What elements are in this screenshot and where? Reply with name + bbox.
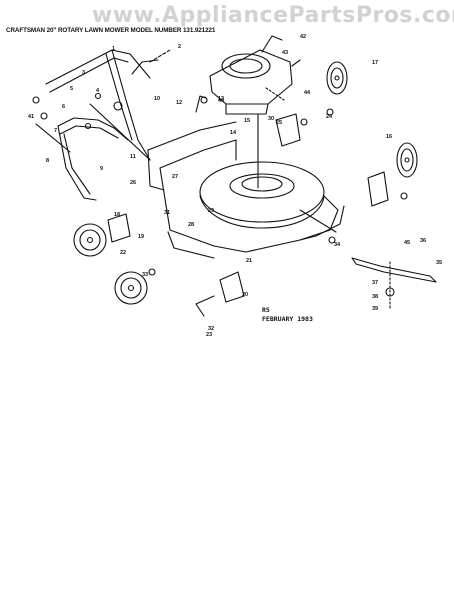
callout-18: 18 xyxy=(114,212,120,218)
callout-27: 27 xyxy=(172,174,178,180)
revision-date: FEBRUARY 1983 xyxy=(262,315,313,323)
callout-30: 30 xyxy=(268,116,274,122)
callout-13: 13 xyxy=(218,96,224,102)
callout-38: 38 xyxy=(372,294,378,300)
callout-28: 28 xyxy=(188,222,194,228)
callout-5: 5 xyxy=(70,86,73,92)
callout-3: 3 xyxy=(82,70,85,76)
callout-37: 37 xyxy=(372,280,378,286)
callout-32: 32 xyxy=(208,326,214,332)
callout-44: 44 xyxy=(304,90,311,96)
callout-23: 23 xyxy=(206,332,212,338)
callout-25: 25 xyxy=(276,120,282,126)
callout-9: 9 xyxy=(100,166,103,172)
callout-42: 42 xyxy=(300,34,306,40)
callout-4: 4 xyxy=(96,88,100,94)
callout-19: 19 xyxy=(138,234,144,240)
callout-6: 6 xyxy=(62,104,65,110)
callout-36: 36 xyxy=(420,238,426,244)
wheel-front-right xyxy=(396,142,418,178)
watermark: www.AppliancePartsPros.com xyxy=(92,3,454,28)
callout-2: 2 xyxy=(178,44,181,50)
callout-17: 17 xyxy=(372,60,378,66)
callout-43: 43 xyxy=(282,50,288,56)
callout-34: 34 xyxy=(334,242,341,248)
mower-deck xyxy=(147,121,345,259)
callout-29: 29 xyxy=(208,208,214,214)
height-adjusters xyxy=(107,113,389,317)
blade xyxy=(351,257,437,311)
callout-1: 1 xyxy=(112,46,115,52)
callout-31: 31 xyxy=(164,210,170,216)
wheel-rear-left xyxy=(73,223,107,257)
callout-11: 11 xyxy=(130,154,136,160)
callout-10: 10 xyxy=(154,96,160,102)
callout-39: 39 xyxy=(372,306,378,312)
callout-24: 24 xyxy=(326,114,333,120)
callout-16: 16 xyxy=(386,134,392,140)
callout-41: 41 xyxy=(28,114,34,120)
engine xyxy=(209,35,301,189)
callout-21: 21 xyxy=(246,258,252,264)
callout-33: 33 xyxy=(142,272,148,278)
handle-assembly xyxy=(45,49,171,201)
model-title: CRAFTSMAN 20" ROTARY LAWN MOWER MODEL NU… xyxy=(6,27,216,34)
callout-40: 40 xyxy=(218,98,224,104)
callout-8: 8 xyxy=(46,158,49,164)
callout-12: 12 xyxy=(176,100,182,106)
callout-14: 14 xyxy=(230,130,237,136)
callout-45: 45 xyxy=(404,240,410,246)
callout-20: 20 xyxy=(242,292,248,298)
wheel-rear-right xyxy=(326,61,348,95)
callout-7: 7 xyxy=(54,128,57,134)
wheel-front-left xyxy=(114,271,148,305)
callout-35: 35 xyxy=(436,260,442,266)
revision-code: R5 xyxy=(262,306,270,314)
callout-15: 15 xyxy=(244,118,250,124)
callout-22: 22 xyxy=(120,250,126,256)
callout-26: 26 xyxy=(130,180,136,186)
